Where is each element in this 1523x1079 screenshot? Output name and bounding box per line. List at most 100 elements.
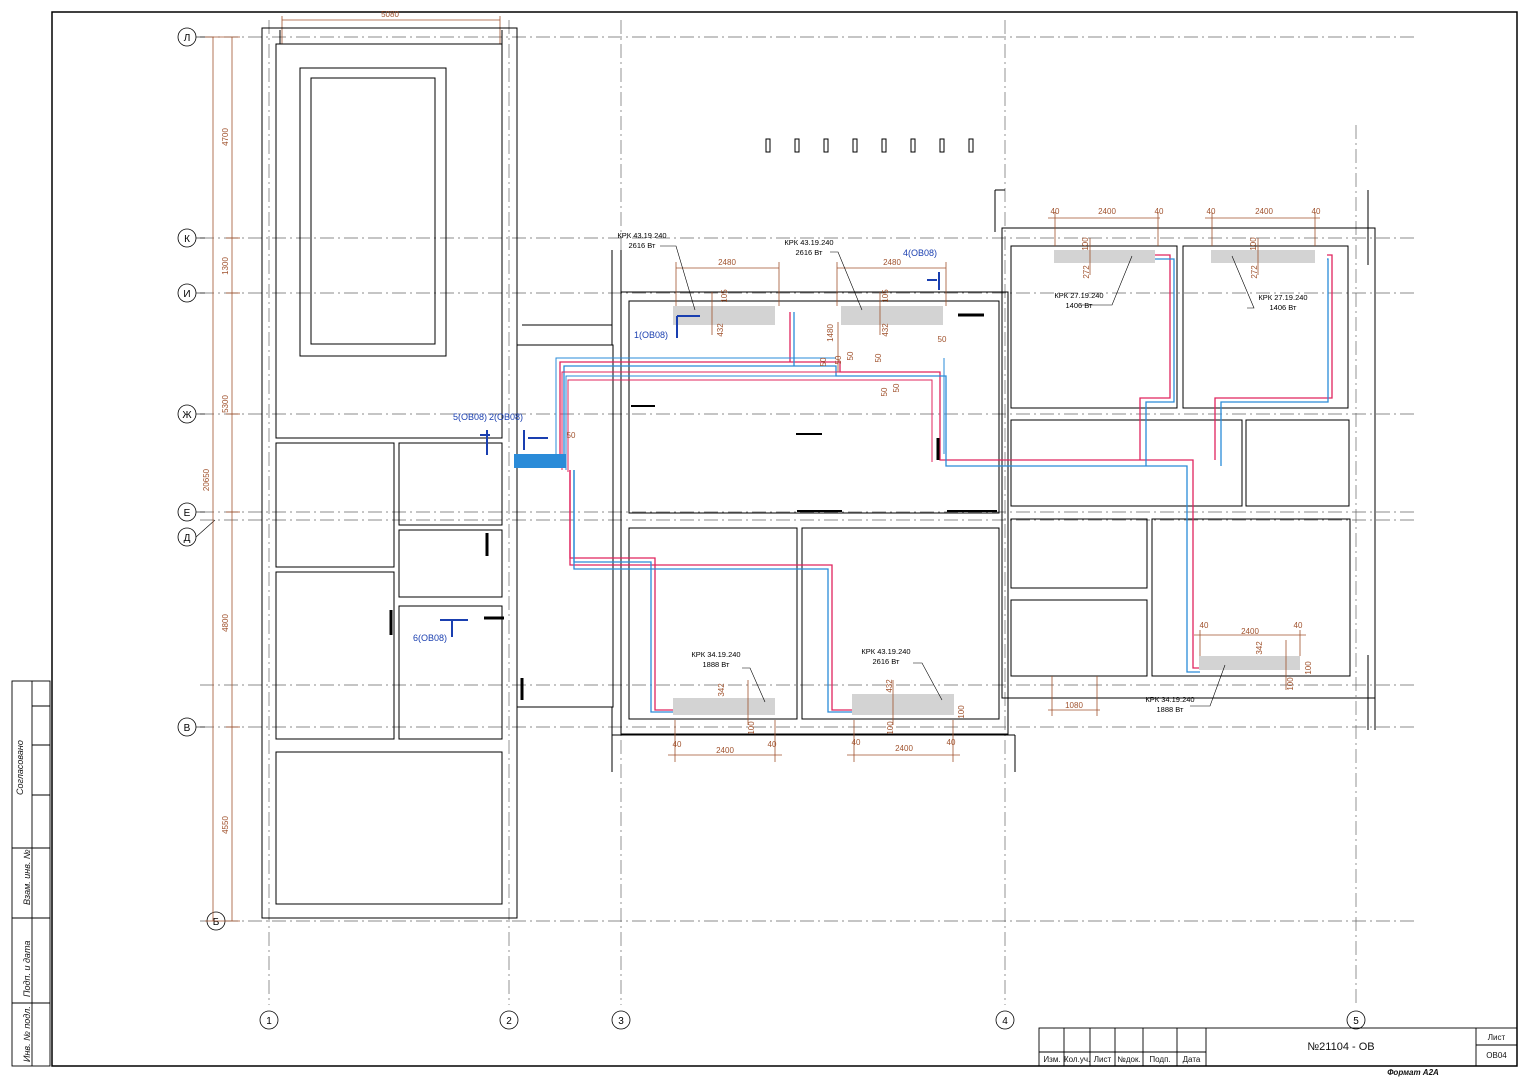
radiator-model-label: КРК 27.19.240 bbox=[1054, 291, 1103, 300]
section-marker-label: 4(ОВ08) bbox=[903, 248, 937, 258]
dim-left-seg: 4800 bbox=[221, 614, 230, 632]
radiator-power-label: 1406 Вт bbox=[1066, 301, 1094, 310]
radiator bbox=[1054, 250, 1155, 263]
return-pipes bbox=[520, 258, 1329, 713]
dim-bb3: 100 bbox=[1304, 661, 1313, 675]
section-marks bbox=[440, 272, 940, 637]
dim-bb1: 40 bbox=[768, 740, 777, 749]
grid-row-bubbles bbox=[177, 27, 226, 931]
grid-col-label: 3 bbox=[618, 1016, 624, 1027]
grid-row-label: Д bbox=[184, 533, 191, 544]
dim-left-seg: 4700 bbox=[221, 128, 230, 146]
stamp-sign-date: Подп. и дата bbox=[22, 940, 32, 997]
dim-rb2: 272 bbox=[1250, 265, 1259, 279]
dim-radiator-span: 2480 bbox=[883, 258, 901, 267]
dim-rb2: 100 bbox=[1249, 237, 1258, 251]
paper-format: Формат А2А bbox=[1387, 1068, 1439, 1077]
dim-bb2: 2400 bbox=[895, 744, 913, 753]
section-marker-label: 1(ОВ08) bbox=[634, 330, 668, 340]
dim-rb1: 272 bbox=[1082, 265, 1091, 279]
dim-bb3: 40 bbox=[1294, 621, 1303, 630]
dotted-details bbox=[631, 405, 997, 512]
title-block-frame bbox=[1038, 1027, 1518, 1067]
grid-col-bubbles bbox=[259, 1010, 1366, 1030]
dim-bb3: 100 bbox=[1286, 677, 1295, 691]
dim-bb1: 40 bbox=[673, 740, 682, 749]
radiators bbox=[673, 250, 1315, 715]
tb-col-doc: №док. bbox=[1117, 1055, 1141, 1064]
dim-rb2: 2400 bbox=[1255, 207, 1273, 216]
radiator bbox=[852, 694, 954, 715]
stamp-agreed: Согласовано bbox=[15, 740, 25, 795]
tb-col-izm: Изм. bbox=[1043, 1055, 1061, 1064]
dim-bb1: 100 bbox=[747, 721, 756, 735]
riser-block bbox=[514, 454, 566, 468]
grid-row-label: Б bbox=[213, 917, 220, 928]
radiator-power-label: 2616 Вт bbox=[796, 248, 824, 257]
dim-inner: 50 bbox=[938, 335, 947, 344]
grid-row-label: К bbox=[184, 234, 190, 245]
grid-col-label: 4 bbox=[1002, 1016, 1008, 1027]
radiator-power-label: 2616 Вт bbox=[873, 657, 901, 666]
dim-left-seg: 4550 bbox=[221, 816, 230, 834]
radiator bbox=[1199, 656, 1300, 670]
radiator-power-label: 1888 Вт bbox=[703, 660, 731, 669]
radiator-power-label: 1406 Вт bbox=[1270, 303, 1298, 312]
dim-rb2: 40 bbox=[1312, 207, 1321, 216]
dim-bb2: 40 bbox=[947, 738, 956, 747]
doc-number: №21104 - ОВ bbox=[1307, 1041, 1375, 1053]
dim-top-width: 5080 bbox=[381, 10, 399, 19]
radiator bbox=[1211, 250, 1315, 263]
dim-radiator-span: 2480 bbox=[718, 258, 736, 267]
radiator bbox=[673, 306, 775, 325]
dim-bb3: 342 bbox=[1255, 641, 1264, 655]
radiator-model-label: КРК 34.19.240 bbox=[1145, 695, 1194, 704]
tb-col-date: Дата bbox=[1182, 1055, 1201, 1064]
radiator-model-label: КРК 43.19.240 bbox=[861, 647, 910, 656]
dim-bottom-misc: 1080 bbox=[1065, 701, 1083, 710]
dim-inner: 50 bbox=[892, 383, 901, 392]
dim-bb2: 100 bbox=[957, 705, 966, 719]
radiator bbox=[841, 306, 943, 325]
dim-rb1: 40 bbox=[1051, 207, 1060, 216]
radiator-power-label: 1888 Вт bbox=[1157, 705, 1185, 714]
dim-inner: 105 bbox=[720, 289, 729, 303]
dim-bb3: 40 bbox=[1200, 621, 1209, 630]
dim-bb1: 342 bbox=[717, 683, 726, 697]
dim-rb2: 40 bbox=[1207, 207, 1216, 216]
dim-bb2: 432 bbox=[885, 679, 894, 693]
section-marker-label: 2(ОВ08) bbox=[489, 412, 523, 422]
sheet-frame bbox=[51, 11, 1518, 1067]
grid-row-label: Л bbox=[184, 33, 191, 44]
tb-col-list: Лист bbox=[1093, 1055, 1112, 1064]
dim-rb1: 2400 bbox=[1098, 207, 1116, 216]
radiator-model-label: КРК 34.19.240 bbox=[691, 650, 740, 659]
grid-row-label: Е bbox=[184, 508, 191, 519]
window-marks bbox=[765, 138, 974, 153]
dim-left-seg: 5300 bbox=[221, 395, 230, 413]
tb-col-kol: Кол.уч. bbox=[1064, 1055, 1091, 1064]
dim-inner: 50 bbox=[834, 355, 843, 364]
walls bbox=[261, 27, 1376, 919]
sheet-label: Лист bbox=[1487, 1033, 1506, 1042]
section-marker-label: 5(ОВ08) bbox=[453, 412, 487, 422]
dim-rb1: 100 bbox=[1081, 237, 1090, 251]
dim-bb2: 40 bbox=[852, 738, 861, 747]
dim-inner: 50 bbox=[880, 387, 889, 396]
side-stamp-frame bbox=[11, 680, 51, 1067]
sheet-value: ОВ04 bbox=[1486, 1051, 1507, 1060]
equipment-marks bbox=[389, 313, 984, 700]
dim-bb1: 2400 bbox=[716, 746, 734, 755]
dim-left-seg: 1300 bbox=[221, 257, 230, 275]
stamp-inv-zam: Взам. инв. № bbox=[22, 849, 32, 905]
dim-rb1: 40 bbox=[1155, 207, 1164, 216]
pipe-bundle bbox=[555, 357, 945, 472]
dim-bb2: 100 bbox=[886, 721, 895, 735]
grid-col-label: 2 bbox=[506, 1016, 512, 1027]
dim-inner: 50 bbox=[874, 353, 883, 362]
stamp-inv-podl: Инв. № подл. bbox=[22, 1006, 32, 1062]
tb-col-sign: Подп. bbox=[1149, 1055, 1171, 1064]
dim-inner: 50 bbox=[846, 351, 855, 360]
grid-row-label: И bbox=[183, 289, 190, 300]
